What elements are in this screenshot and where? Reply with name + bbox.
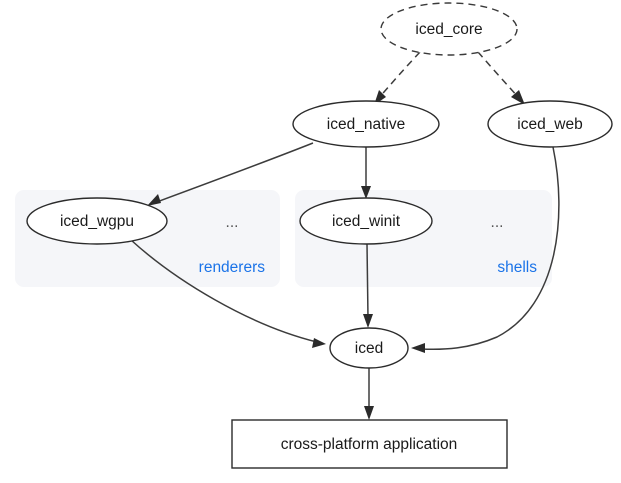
node-iced-wgpu-label: iced_wgpu	[60, 213, 134, 230]
node-iced-core[interactable]: iced_core	[380, 2, 518, 56]
edge-iced-winit-to-iced	[363, 243, 373, 328]
node-iced-winit-label: iced_winit	[332, 213, 401, 230]
node-iced-native-label: iced_native	[327, 116, 405, 133]
edge-iced-to-application-arrowhead	[364, 406, 374, 420]
node-iced-core-label: iced_core	[415, 21, 482, 38]
edge-iced-winit-to-iced-line	[366, 243, 369, 319]
edge-iced-web-to-iced-arrowhead	[411, 343, 425, 353]
edge-iced-wgpu-to-iced	[130, 239, 326, 348]
node-cross-platform-application[interactable]: cross-platform application	[231, 419, 508, 469]
node-iced-winit[interactable]: iced_winit	[299, 197, 433, 245]
cluster-renderers-ellipsis: ...	[226, 214, 239, 231]
edge-iced-to-application	[364, 368, 374, 420]
edge-iced-native-to-iced-wgpu-arrowhead	[147, 194, 161, 206]
cluster-renderers-label: renderers	[199, 259, 266, 276]
node-iced-core-shape[interactable]	[380, 2, 518, 56]
cluster-shells-label: shells	[497, 259, 537, 276]
node-iced-wgpu[interactable]: iced_wgpu	[26, 197, 168, 245]
node-iced-native[interactable]: iced_native	[292, 100, 440, 148]
edge-iced-core-to-iced-native-line	[377, 51, 421, 100]
edge-iced-core-to-iced-web-line	[477, 51, 521, 100]
edge-iced-winit-to-iced-arrowhead	[363, 314, 373, 328]
node-iced[interactable]: iced	[329, 327, 409, 369]
edge-iced-native-to-iced-wgpu-line	[153, 142, 314, 204]
node-iced-web[interactable]: iced_web	[487, 100, 613, 148]
edge-iced-core-to-iced-web-arrowhead	[511, 90, 525, 105]
edge-iced-web-to-iced-line	[420, 146, 560, 351]
node-iced-winit-shape[interactable]	[299, 197, 433, 245]
edge-iced-native-to-iced-winit-arrowhead	[361, 186, 371, 199]
node-cross-platform-application-shape[interactable]	[231, 419, 508, 469]
node-iced-web-label: iced_web	[517, 116, 583, 133]
cluster-shells-ellipsis: ...	[491, 214, 504, 231]
node-iced-wgpu-shape[interactable]	[26, 197, 168, 245]
edge-iced-native-to-iced-winit	[361, 147, 371, 199]
edge-iced-core-to-iced-native	[374, 51, 421, 105]
edge-iced-wgpu-to-iced-arrowhead	[312, 338, 326, 348]
edge-iced-wgpu-to-iced-line	[130, 239, 318, 343]
node-cross-platform-application-label: cross-platform application	[281, 436, 458, 453]
node-iced-web-shape[interactable]	[487, 100, 613, 148]
node-iced-shape[interactable]	[329, 327, 409, 369]
edge-iced-web-to-iced	[411, 146, 560, 353]
node-iced-native-shape[interactable]	[292, 100, 440, 148]
edge-iced-core-to-iced-web	[477, 51, 525, 105]
edge-iced-native-to-iced-wgpu	[147, 142, 314, 206]
node-iced-label: iced	[355, 340, 383, 357]
